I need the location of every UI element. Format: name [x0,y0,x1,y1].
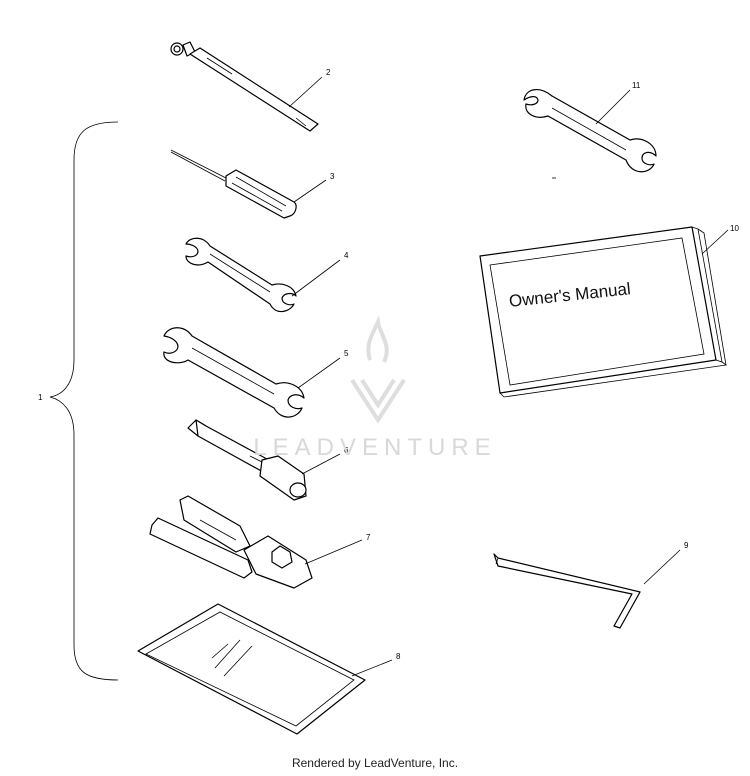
leader-7 [304,539,363,565]
callout-6: 6 [344,446,349,455]
handle-tool-part [149,495,313,589]
leader-6 [301,453,341,475]
small-wrench-part [185,237,297,313]
owners-manual-part [479,226,727,398]
callout-9: 9 [684,541,689,550]
grouping-brace [49,121,119,681]
footer-credit: Rendered by LeadVenture, Inc. [291,756,459,770]
top-wrench-part [523,89,657,179]
callout-7: 7 [366,533,371,542]
leader-2 [288,76,323,108]
leader-11 [595,89,631,125]
watermark-text: LEADVENTURE [253,434,497,461]
callout-4: 4 [344,251,349,260]
callout-11: 11 [632,81,641,90]
leader-9 [643,549,681,585]
tire-gauge-part [170,41,319,132]
callout-5: 5 [344,349,349,358]
screwdriver-part [170,149,297,219]
large-wrench-part [163,327,305,418]
leadventure-watermark-logo [350,315,406,424]
callout-3: 3 [330,172,335,181]
callout-10: 10 [730,224,739,233]
callout-2: 2 [326,68,331,77]
leader-10 [701,229,729,255]
leader-5 [297,357,341,389]
leader-4 [291,259,341,297]
callout-1: 1 [38,393,43,402]
callout-8: 8 [396,652,401,661]
leader-3 [293,179,327,203]
plastic-pouch-part [137,603,366,735]
socket-tube-part [187,419,307,501]
leader-8 [351,659,393,677]
allen-key-part [493,553,641,629]
